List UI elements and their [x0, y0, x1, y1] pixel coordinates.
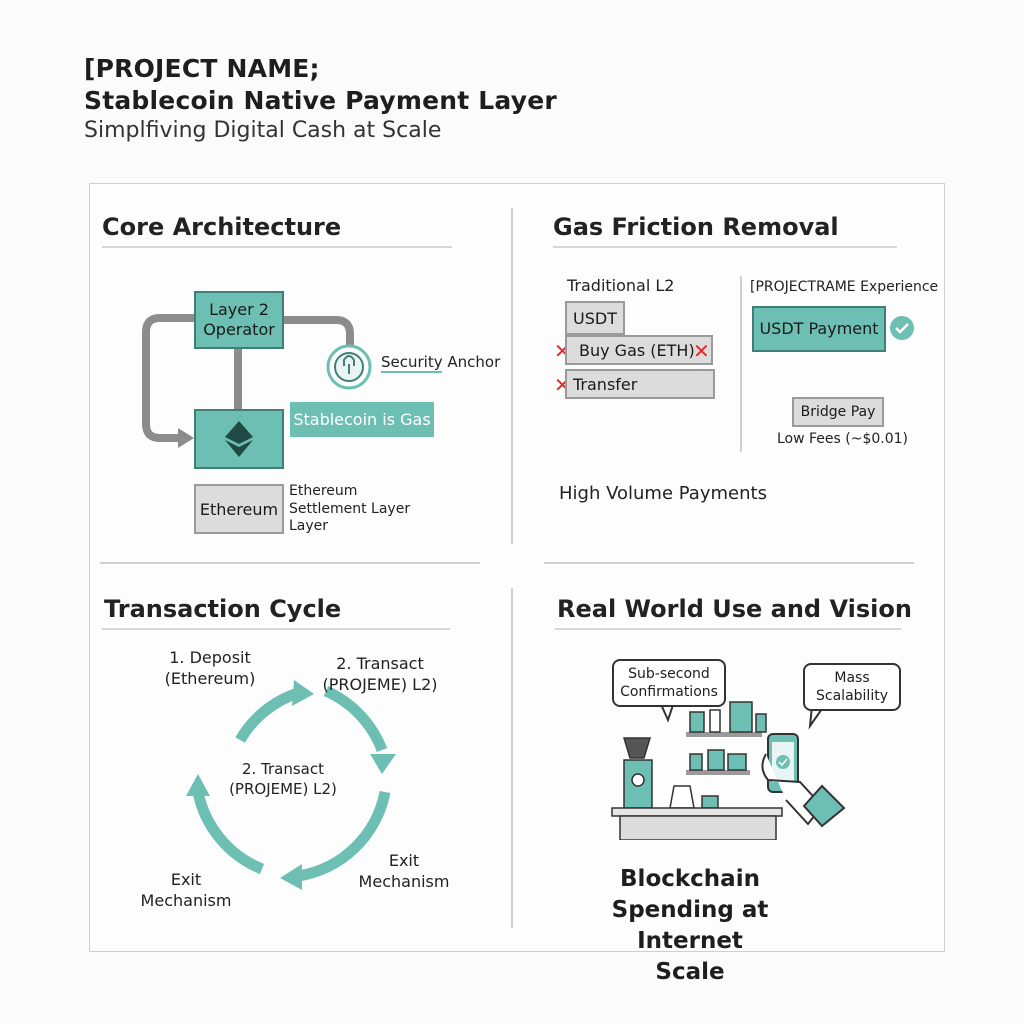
high-volume-label: High Volume Payments: [559, 483, 767, 504]
layer2-operator-label: Layer 2 Operator: [203, 300, 275, 339]
project-experience-label: [PROJECTRAME Experience: [750, 279, 939, 295]
coffee-grinder-icon: [622, 737, 653, 809]
page-tagline: Simplfiving Digital Cash at Scale: [84, 118, 442, 143]
transfer-label: Transfer: [573, 374, 638, 394]
cycle-arrow-bottom-right: [297, 790, 391, 882]
usdt-payment-box: USDT Payment: [752, 306, 886, 352]
arrowhead-1: [292, 680, 314, 706]
checkmark-icon: [890, 316, 914, 340]
low-fees-label: Low Fees (~$0.01): [777, 431, 909, 447]
buy-gas-box: Buy Gas (ETH): [565, 335, 713, 365]
ethereum-box: Ethereum: [194, 484, 284, 534]
gas-friction-title: Gas Friction Removal: [553, 213, 839, 241]
shelf-bottom: [686, 770, 750, 775]
left-loop-arrowhead: [178, 428, 194, 448]
stablecoin-gas-label: Stablecoin is Gas: [293, 409, 431, 429]
transaction-cycle-diagram: [186, 680, 396, 890]
core-title-rule: [102, 246, 452, 248]
bubble-mass-scalability-label: Mass Scalability: [816, 669, 888, 704]
bridge-pay-box: Bridge Pay: [792, 397, 884, 427]
gas-title-rule: [553, 246, 897, 248]
arrowhead-4: [186, 774, 210, 796]
cross-icon: ✕: [693, 339, 710, 363]
arrowhead-2: [370, 754, 396, 774]
transfer-box: Transfer: [565, 369, 715, 399]
divider-right: [544, 562, 914, 564]
vision-title-rule: [555, 628, 901, 630]
vision-title: Real World Use and Vision: [557, 595, 912, 623]
counter-front: [619, 815, 777, 840]
usdt-payment-label: USDT Payment: [759, 319, 879, 338]
sleeve: [802, 784, 846, 828]
bubble-subsecond-label: Sub-second Confirmations: [620, 665, 718, 700]
transact-center-label: 2. Transact (PROJEME) L2): [229, 760, 337, 798]
divider-left: [100, 562, 480, 564]
cycle-arrow-bottom-left: [192, 790, 265, 875]
deposit-label: 1. Deposit (Ethereum): [164, 648, 256, 688]
core-architecture-diagram: [142, 314, 442, 448]
project-name: [PROJECT NAME;: [84, 54, 320, 83]
shelf-top: [686, 732, 762, 737]
transact-top-label: 2. Transact (PROJEME) L2): [322, 654, 438, 694]
ethereum-settlement-label: Ethereum Settlement Layer Layer: [289, 483, 411, 534]
layer2-operator-box: Layer 2 Operator: [194, 291, 284, 349]
divider-top: [511, 208, 513, 544]
usdt-box: USDT: [565, 301, 625, 335]
security-anchor-label: Security Anchor: [381, 353, 501, 371]
vision-headline: Blockchain Spending at Internet Scale: [611, 866, 769, 986]
ethereum-icon: [225, 421, 253, 457]
traditional-l2-label: Traditional L2: [567, 276, 675, 295]
left-loop-arrow: [142, 314, 196, 442]
counter-top: [611, 807, 783, 817]
ethereum-box-label: Ethereum: [199, 499, 279, 519]
usdt-label: USDT: [573, 308, 617, 328]
buy-gas-label: Buy Gas (ETH): [579, 340, 695, 360]
exit-mechanism-right-label: Exit Mechanism: [358, 851, 450, 891]
gas-compare-divider: [740, 276, 742, 452]
cycle-arrow-top-right: [323, 685, 388, 753]
divider-bottom: [511, 588, 513, 928]
right-loop-arrow: [282, 316, 354, 346]
page-title: Stablecoin Native Payment Layer: [84, 86, 557, 115]
padlock-icon: [326, 344, 372, 390]
ethereum-layer-box: [194, 409, 284, 469]
core-architecture-title: Core Architecture: [102, 213, 342, 241]
cycle-arrow-top-left: [235, 687, 300, 743]
exit-mechanism-left-label: Exit Mechanism: [140, 870, 232, 910]
bridge-pay-label: Bridge Pay: [800, 404, 876, 420]
bubble-subsecond: Sub-second Confirmations: [612, 659, 726, 707]
cycle-title-rule: [102, 628, 450, 630]
stablecoin-gas-box: Stablecoin is Gas: [290, 402, 434, 437]
arrowhead-3: [280, 864, 302, 890]
bubble-mass-scalability: Mass Scalability: [803, 663, 901, 711]
transaction-cycle-title: Transaction Cycle: [104, 595, 342, 623]
